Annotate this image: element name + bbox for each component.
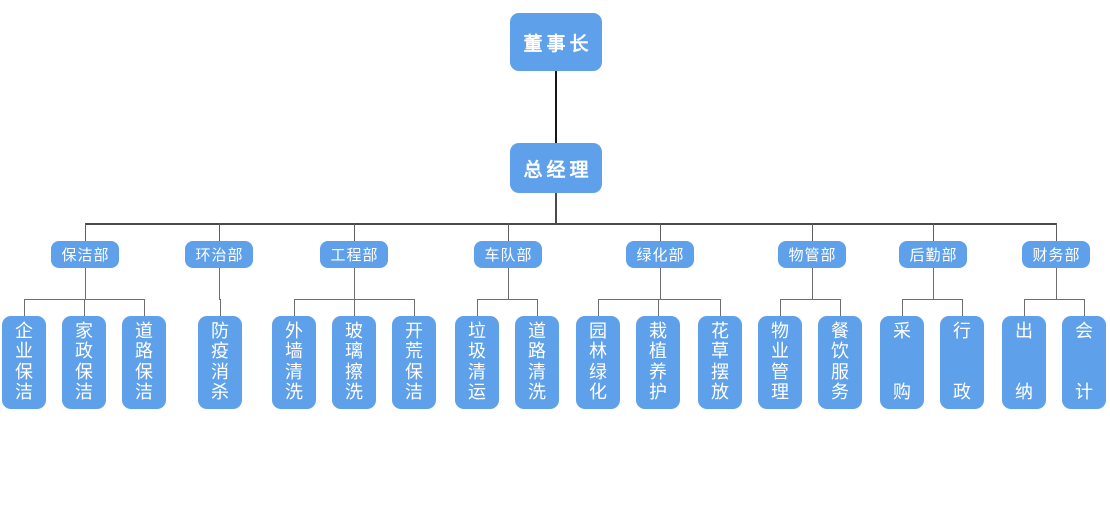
node-chairman: 董事长	[510, 13, 602, 71]
node-enterprise-cleaning: 企业保洁	[2, 316, 46, 409]
node-cashier: 出纳	[1002, 316, 1046, 409]
node-accounting: 会计	[1062, 316, 1106, 409]
node-disinfection: 防疫消杀	[198, 316, 242, 409]
node-road-washing: 道路清洗	[515, 316, 559, 409]
node-garden-greening: 园林绿化	[576, 316, 620, 409]
node-exterior-wall-cleaning: 外墙清洗	[272, 316, 316, 409]
node-glass-cleaning: 玻璃擦洗	[332, 316, 376, 409]
node-procurement: 采购	[880, 316, 924, 409]
node-logistics-dept: 后勤部	[899, 241, 967, 268]
node-initial-cleaning: 开荒保洁	[392, 316, 436, 409]
node-greening-dept: 绿化部	[626, 241, 694, 268]
node-general-manager: 总经理	[510, 143, 602, 193]
node-flower-display: 花草摆放	[698, 316, 742, 409]
node-engineering-dept: 工程部	[320, 241, 388, 268]
node-fleet-dept: 车队部	[474, 241, 542, 268]
node-administration: 行政	[940, 316, 984, 409]
node-planting-maintenance: 栽植养护	[636, 316, 680, 409]
node-environment-dept: 环治部	[185, 241, 253, 268]
node-property-management: 物业管理	[758, 316, 802, 409]
node-finance-dept: 财务部	[1022, 241, 1090, 268]
node-road-cleaning: 道路保洁	[122, 316, 166, 409]
node-garbage-removal: 垃圾清运	[455, 316, 499, 409]
node-cleaning-dept: 保洁部	[51, 241, 119, 268]
node-property-dept: 物管部	[778, 241, 846, 268]
node-housekeeping-cleaning: 家政保洁	[62, 316, 106, 409]
node-catering-service: 餐饮服务	[818, 316, 862, 409]
